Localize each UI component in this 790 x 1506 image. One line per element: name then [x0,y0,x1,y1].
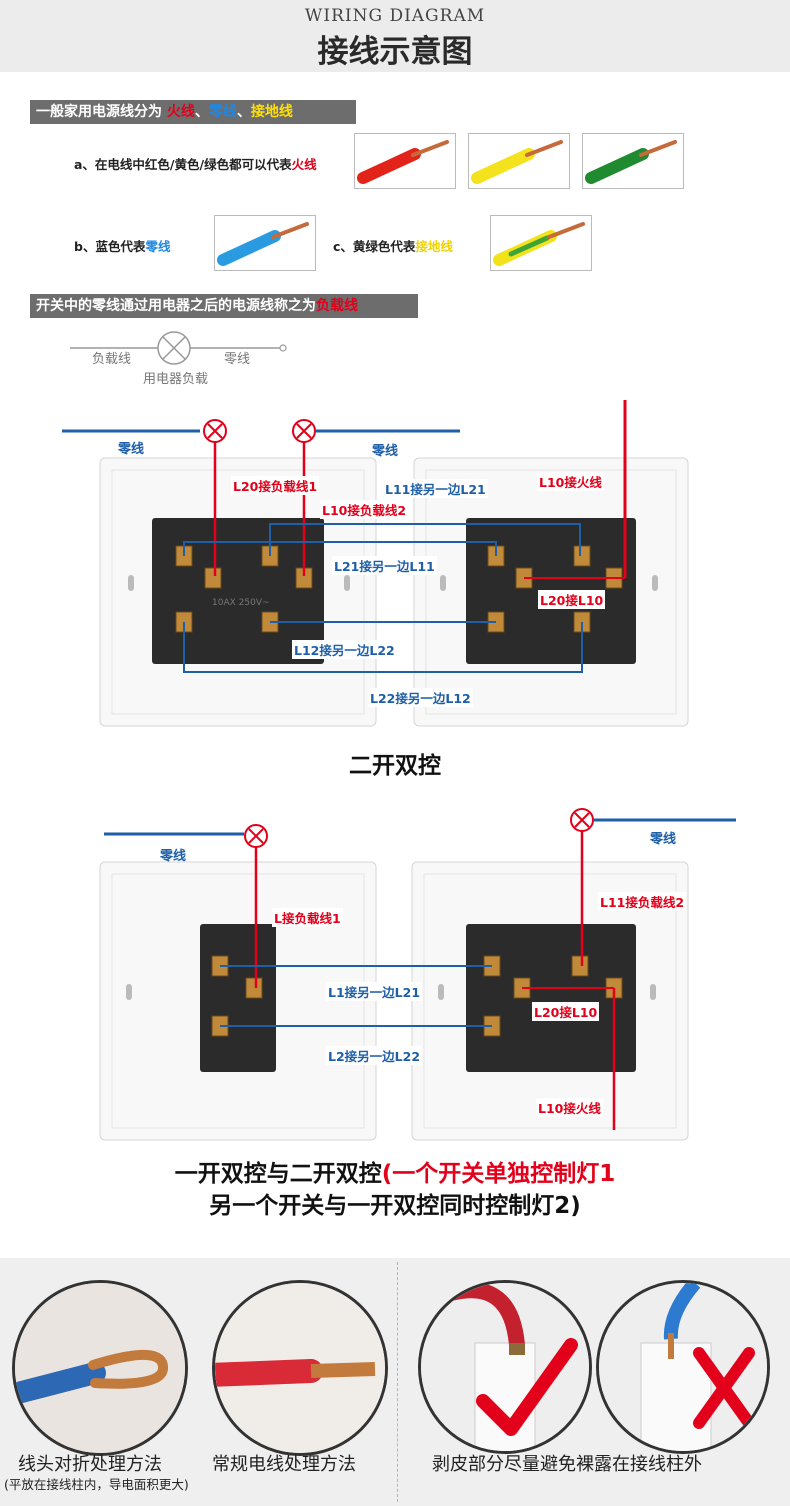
d1-label-l11-other: L11接另一边L21 [383,479,488,498]
d1-label-l22-other: L22接另一边L12 [368,688,473,707]
d1-label-l20-load1: L20接负载线1 [231,476,320,495]
title-en: WIRING DIAGRAM [304,6,486,26]
wrong-wiring-circle [596,1280,770,1454]
d2-label-l2-other: L2接另一边L22 [326,1046,423,1065]
tip1-subcaption: (平放在接线柱内，导电面积更大) [4,1477,189,1492]
d1-label-l12-other: L12接另一边L22 [292,640,397,659]
tip3-caption: 剥皮部分尽量避免裸露在接线柱外 [432,1454,702,1475]
appliance-label: 用电器负载 [143,372,209,387]
note-c-highlight: 接地线 [415,239,453,254]
banner2-highlight: 负载线 [316,298,358,314]
green-wire-image [582,133,684,189]
note-b: b、蓝色代表零线 [74,236,170,255]
d1-label-l10-load2: L10接负载线2 [320,500,409,519]
tips-divider [397,1262,398,1502]
d1-zero-right: 零线 [372,444,399,459]
header-band: WIRING DIAGRAM 接线示意图 [0,0,790,72]
d2-label-l1-other: L1接另一边L21 [326,982,423,1001]
banner-prefix: 一般家用电源线分为 [36,104,167,120]
red-wire-image [354,133,456,189]
note-a-highlight: 火线 [291,157,317,172]
rating-text: 10AX 250V~ [212,598,270,608]
note-b-highlight: 零线 [145,239,171,254]
note-a: a、在电线中红色/黄色/绿色都可以代表火线 [74,154,317,173]
d2-caption-black: 一开双控与二开双控 [174,1161,382,1187]
banner-fire: 火线 [166,104,195,120]
load-line-label: 负载线 [92,352,132,367]
folded-wire-circle [12,1280,188,1456]
yellow-wire-image [468,133,570,189]
banner-zero: 零线 [208,104,237,120]
correct-wiring-circle [418,1280,592,1454]
one-two-gang-diagram [0,800,790,1145]
blue-wire-image [214,215,316,271]
d2-label-l11-load2: L11接负载线2 [598,892,687,911]
two-gang-diagram: 10AX 250V~ [0,390,790,730]
d1-caption: 二开双控 [349,753,441,779]
d1-label-l20-l10: L20接L10 [538,590,606,609]
load-schematic [70,326,300,386]
banner-sep2: 、 [236,104,251,120]
banner-ground: 接地线 [250,104,293,120]
d2-caption-line1: 一开双控与二开双控(一个开关单独控制灯1 [0,1154,790,1188]
banner2-prefix: 开关中的零线通过用电器之后的电源线称之为 [36,298,316,314]
d2-label-l20-l10: L20接L10 [532,1002,600,1021]
banner-sep1: 、 [194,104,209,120]
zero-line-label: 零线 [224,352,251,367]
d2-caption-red2: 另一个开关与一开双控同时控制灯2) [209,1193,581,1219]
note-c-text: c、黄绿色代表 [333,239,416,254]
note-c: c、黄绿色代表接地线 [333,236,453,255]
note-b-text: b、蓝色代表 [74,239,146,254]
load-wire-banner: 开关中的零线通过用电器之后的电源线称之为负载线 [30,294,418,318]
yellowgreen-wire-image [490,215,592,271]
d2-caption-red1: (一个开关单独控制灯1 [381,1161,616,1187]
d2-zero-left: 零线 [160,849,187,864]
tip2-caption: 常规电线处理方法 [212,1454,356,1475]
d2-zero-right: 零线 [650,832,677,847]
normal-wire-circle [212,1280,388,1456]
d1-label-l10-fire: L10接火线 [537,472,604,491]
title-zh: 接线示意图 [317,34,473,70]
d1-zero-left: 零线 [118,442,145,457]
tip1-caption: 线头对折处理方法 [18,1454,162,1475]
wire-types-banner: 一般家用电源线分为 火线、零线、接地线 [30,100,356,124]
d2-label-l10-fire: L10接火线 [536,1098,603,1117]
note-a-text: a、在电线中红色/黄色/绿色都可以代表 [74,157,292,172]
d1-label-l21-other: L21接另一边L11 [332,556,437,575]
d2-label-l-load1: L接负载线1 [272,908,343,927]
